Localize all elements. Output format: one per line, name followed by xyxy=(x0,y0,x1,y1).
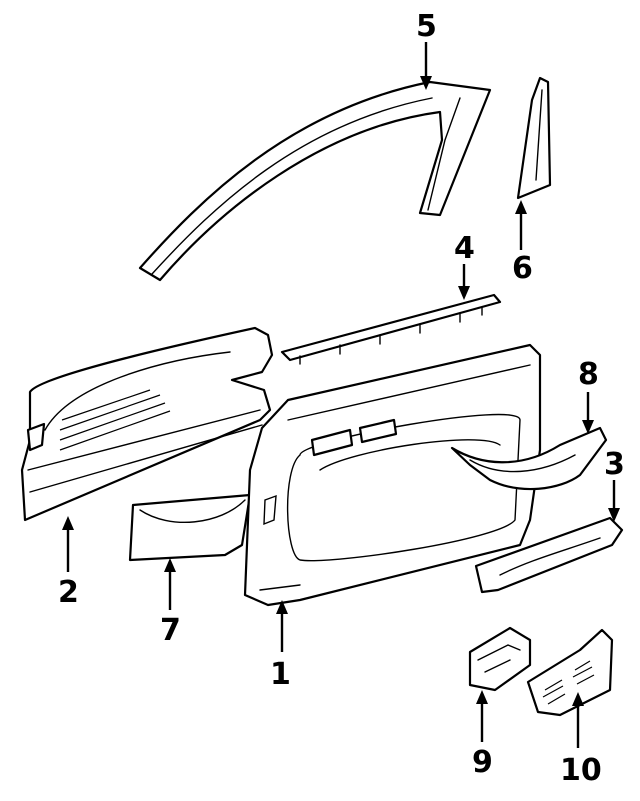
callout-6: 6 xyxy=(512,200,533,286)
part-8-armrest[interactable] xyxy=(450,426,608,491)
callout-label-10: 10 xyxy=(560,753,602,788)
part-5-window-frame-molding[interactable] xyxy=(138,80,492,282)
part-4-belt-weatherstrip[interactable] xyxy=(280,293,502,365)
callout-3: 3 xyxy=(604,447,625,522)
callout-4: 4 xyxy=(454,231,475,300)
part-7-door-pocket[interactable] xyxy=(128,493,252,562)
callout-7: 7 xyxy=(160,558,181,648)
callout-2: 2 xyxy=(58,516,79,610)
callout-label-8: 8 xyxy=(578,357,599,392)
part-1-door-trim-panel[interactable] xyxy=(243,343,542,607)
callout-8: 8 xyxy=(578,357,599,434)
callout-10: 10 xyxy=(560,692,602,788)
callout-label-4: 4 xyxy=(454,231,475,266)
callout-1: 1 xyxy=(270,600,291,692)
callout-5: 5 xyxy=(416,9,437,90)
part-9-switch-bezel[interactable] xyxy=(468,626,532,692)
callout-label-7: 7 xyxy=(160,613,181,648)
callout-label-1: 1 xyxy=(270,657,291,692)
callout-9: 9 xyxy=(472,690,493,780)
callout-label-2: 2 xyxy=(58,575,79,610)
callout-label-6: 6 xyxy=(512,251,533,286)
callout-label-9: 9 xyxy=(472,745,493,780)
part-6-pillar-trim[interactable] xyxy=(516,76,552,200)
part-3-armrest-base[interactable] xyxy=(474,516,624,594)
part-2-door-panel-outer-trim[interactable] xyxy=(20,326,274,522)
part-10-speaker-grille[interactable] xyxy=(526,628,614,717)
callout-label-3: 3 xyxy=(604,447,625,482)
callout-label-5: 5 xyxy=(416,9,437,44)
